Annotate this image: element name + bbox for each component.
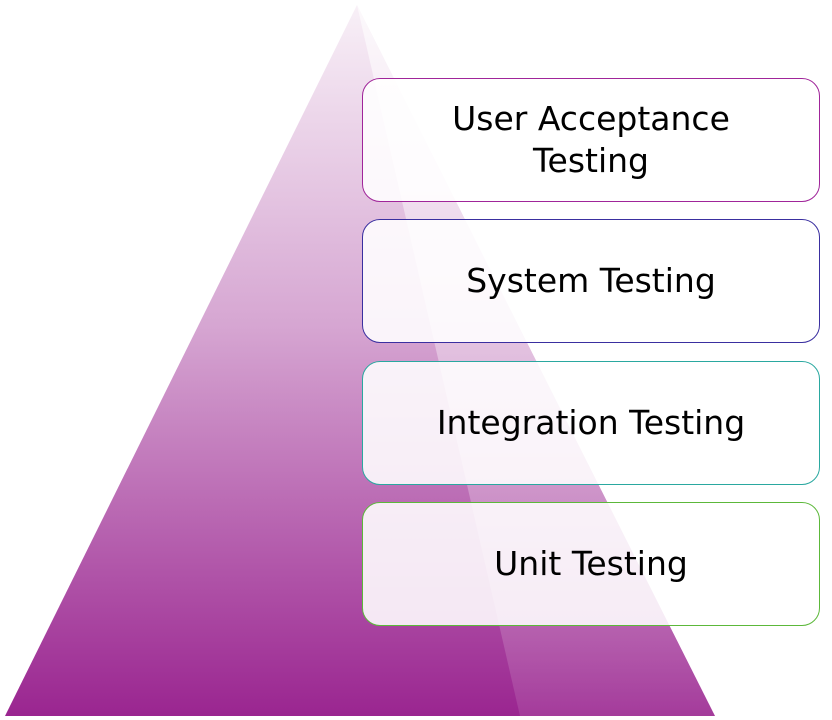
level-label: System Testing [466,261,716,300]
level-label: Integration Testing [436,403,746,442]
level-label: User Acceptance Testing [452,99,730,180]
level-integration-testing: Integration Testing [362,361,820,485]
level-label: Unit Testing [494,544,688,583]
level-unit-testing: Unit Testing [362,502,820,626]
level-system-testing: System Testing [362,219,820,343]
level-user-acceptance-testing: User Acceptance Testing [362,78,820,202]
